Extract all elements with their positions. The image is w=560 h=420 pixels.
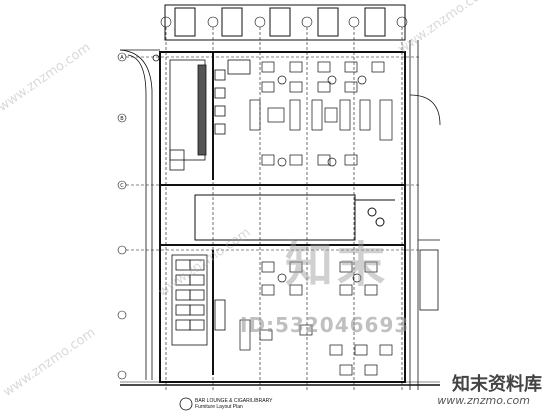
cigar-seating	[239, 261, 393, 376]
title-line-1: BAR LOUNGE & CIGAR/LIBRARY	[195, 398, 273, 404]
left-corridor	[119, 49, 160, 380]
right-corridor	[409, 40, 441, 390]
library-table	[171, 254, 226, 346]
central-lounge	[194, 194, 395, 241]
grid-marker-c: C	[120, 183, 124, 189]
drawing-number-badge	[179, 397, 193, 411]
bar-counter	[169, 59, 251, 171]
lounge-seating	[249, 61, 393, 167]
grid-marker-b: B	[120, 116, 124, 122]
walls	[159, 51, 406, 383]
title-block: BAR LOUNGE & CIGAR/LIBRARY Furniture Lay…	[195, 398, 272, 410]
grid-marker-a: A	[120, 55, 124, 61]
bottom-edge	[120, 381, 440, 386]
column-grid	[117, 16, 420, 390]
title-line-2: Furniture Layout Plan	[195, 404, 243, 410]
top-window-bays	[164, 4, 406, 41]
